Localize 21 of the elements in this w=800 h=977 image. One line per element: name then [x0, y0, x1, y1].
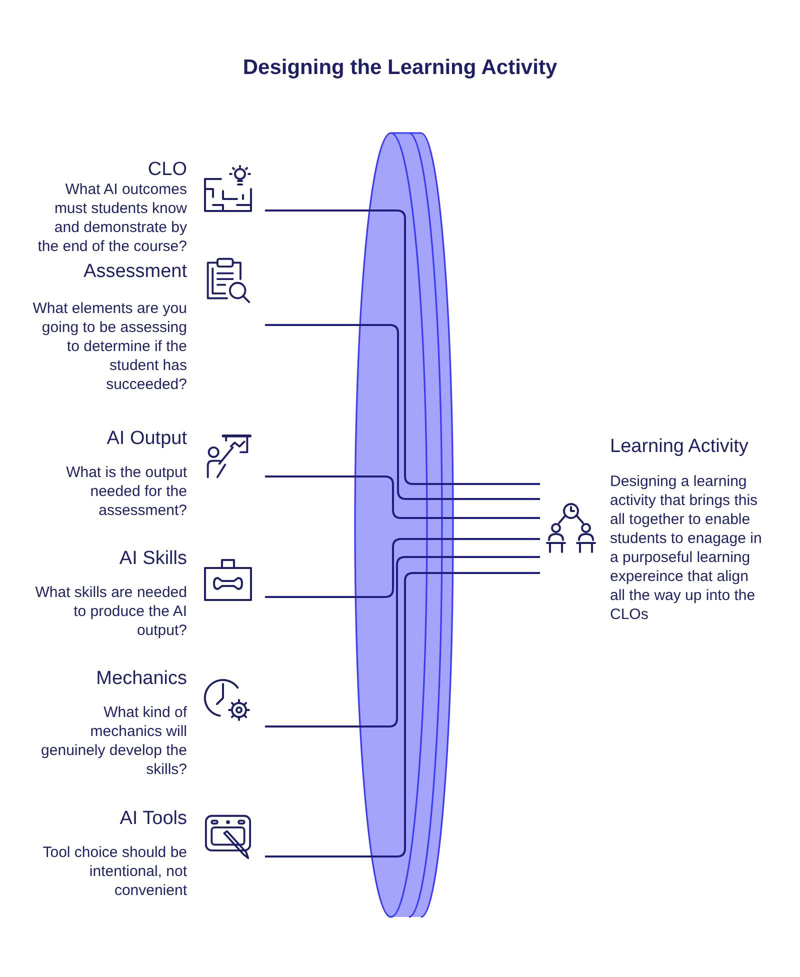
node-heading: Assessment: [82, 262, 187, 282]
connector-line: [265, 324, 540, 500]
connector-line: [265, 538, 540, 598]
node-heading: Learning Activity: [610, 437, 750, 457]
connector-line: [265, 556, 540, 728]
node-description: What kind of mechanics will genuinely develop the skills?: [40, 703, 187, 779]
node-description: What elements are you going to be assessing to determine if the student has succeeded?: [32, 299, 187, 394]
node-heading: Mechanics: [95, 669, 187, 689]
connector-line: [265, 210, 540, 485]
connector-line: [265, 476, 540, 519]
node-heading: AI Tools: [118, 809, 187, 829]
node-description: What is the output needed for the assessment?: [65, 463, 187, 520]
node-heading: CLO: [146, 160, 187, 180]
node-description: What AI outcomes must students know and demonstrate by the end of the course?: [36, 180, 187, 256]
node-description: Designing a learning activity that brings this all together to enable students to enagage in a purposeful learning expereince that align all the way up into the CLOs: [610, 472, 763, 624]
diagram-title: Designing the Learning Activity: [242, 55, 558, 81]
node-description: Tool choice should be intentional, not convenient: [42, 843, 187, 900]
node-description: What skills are needed to produce the AI output?: [34, 583, 187, 640]
connector-line: [265, 572, 540, 858]
node-heading: AI Skills: [118, 549, 187, 569]
node-heading: AI Output: [106, 429, 187, 449]
